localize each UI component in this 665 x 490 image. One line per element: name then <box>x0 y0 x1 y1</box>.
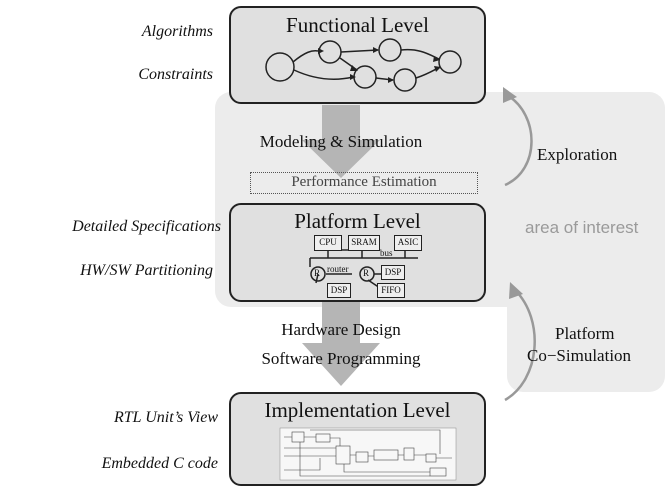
software-programming-label: Software Programming <box>261 349 421 368</box>
modeling-simulation-label: Modeling & Simulation <box>259 132 423 151</box>
hardware-design-arrow <box>302 300 380 386</box>
cosimulation-arrow <box>504 289 536 402</box>
cpu-block: CPU <box>314 235 342 251</box>
router-node <box>310 266 326 282</box>
label-rtl-view: RTL Unit’s View <box>113 409 218 426</box>
dsp-block: DSP <box>381 265 405 280</box>
label-algorithms: Algorithms <box>141 23 213 40</box>
label-constraints: Constraints <box>138 66 213 83</box>
bus-label: bus <box>380 248 393 258</box>
exploration-arrow <box>504 93 533 187</box>
performance-estimation-box: Performance Estimation <box>250 172 478 194</box>
fifo-block: FIFO <box>377 283 405 298</box>
exploration-label: Exploration <box>537 145 618 164</box>
graph-node <box>438 50 462 74</box>
router-label: router <box>327 264 349 274</box>
router-r2: R <box>363 268 370 278</box>
platform-level-box: Platform Level <box>229 203 486 302</box>
platform-level-title: Platform Level <box>294 209 421 233</box>
sram-block: SRAM <box>348 235 380 251</box>
modeling-arrow <box>302 105 380 178</box>
platform-cosim-label-1: Platform <box>555 324 615 343</box>
graph-node <box>265 52 295 82</box>
label-embedded-c: Embedded C code <box>101 455 218 472</box>
router-node <box>359 266 375 282</box>
platform-cosim-label-2: Co−Simulation <box>527 346 632 365</box>
implementation-level-title: Implementation Level <box>264 398 451 422</box>
label-detailed-specifications: Detailed Specifications <box>72 218 221 235</box>
label-hw-sw-partitioning: HW/SW Partitioning <box>80 262 213 279</box>
asic-block: ASIC <box>394 235 422 251</box>
area-of-interest-label: area of interest <box>525 218 639 237</box>
functional-level-title: Functional Level <box>286 13 429 37</box>
area-of-interest-tail <box>507 290 665 392</box>
hardware-design-label: Hardware Design <box>281 320 401 339</box>
dsp-block: DSP <box>327 283 351 298</box>
router-r1: R <box>314 268 321 278</box>
